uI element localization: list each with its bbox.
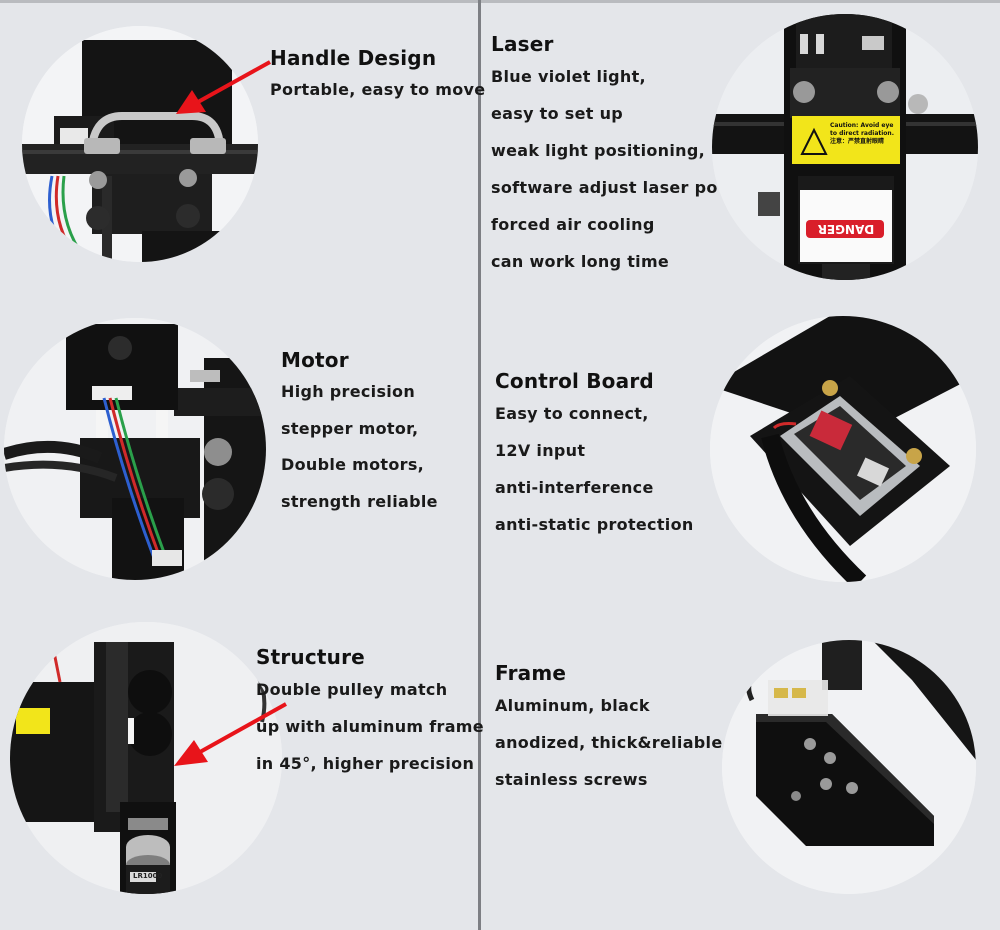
feature-laser: Laser Blue violet light, easy to set up …	[491, 32, 752, 271]
feature-title: Structure	[256, 645, 365, 669]
feature-title: Laser	[491, 32, 554, 56]
feature-structure: Structure Double pulley match up with al…	[256, 645, 484, 773]
feature-line: Double motors,	[281, 455, 425, 474]
handle-arrow-icon	[176, 60, 271, 114]
feature-line: anti-interference	[495, 478, 654, 497]
feature-line: easy to set up	[491, 104, 624, 123]
feature-line: 12V input	[495, 441, 586, 460]
laser-photo: Caution: Avoid eye to direct radiation. …	[712, 14, 978, 280]
feature-line: Blue violet light,	[491, 67, 646, 86]
feature-line: software adjust laser power	[491, 178, 753, 197]
structure-photo: LR1000	[10, 622, 282, 894]
feature-motor: Motor High precision stepper motor, Doub…	[281, 348, 438, 511]
top-rule	[0, 0, 1000, 3]
feature-control-board: Control Board Easy to connect, 12V input…	[495, 369, 694, 534]
danger-label: DANGER	[817, 222, 875, 236]
control-board-photo	[710, 316, 976, 582]
feature-title: Handle Design	[270, 46, 437, 70]
feature-line: anodized, thick&reliable	[495, 733, 723, 752]
feature-line: stepper motor,	[281, 419, 419, 438]
feature-line: can work long time	[491, 252, 670, 271]
handle-photo	[22, 26, 258, 262]
feature-line: Double pulley match	[256, 680, 448, 699]
feature-title: Frame	[495, 661, 567, 685]
structure-sticker: LR1000	[133, 872, 163, 880]
feature-line: in 45°, higher precision	[256, 754, 475, 773]
feature-line: up with aluminum frame	[256, 717, 484, 736]
frame-photo	[722, 640, 976, 894]
feature-line: strength reliable	[281, 492, 438, 511]
feature-handle: Handle Design Portable, easy to move	[270, 46, 485, 99]
motor-photo	[4, 318, 266, 580]
caution-label: Caution: Avoid eye to direct radiation. …	[830, 122, 894, 146]
feature-line: Easy to connect,	[495, 404, 649, 423]
feature-title: Control Board	[495, 369, 654, 393]
caution-sub: to direct radiation.	[830, 130, 894, 137]
feature-line: stainless screws	[495, 770, 648, 789]
structure-arrow-icon	[174, 702, 287, 766]
feature-line: weak light positioning,	[491, 141, 705, 160]
feature-line: anti-static protection	[495, 515, 694, 534]
caution-cn: 注意：严禁直射眼睛	[830, 138, 885, 145]
column-divider	[478, 0, 481, 930]
caution-title: Caution: Avoid eye	[830, 122, 894, 129]
feature-line: forced air cooling	[491, 215, 655, 234]
feature-title: Motor	[281, 348, 349, 372]
feature-line: High precision	[281, 382, 416, 401]
feature-frame: Frame Aluminum, black anodized, thick&re…	[495, 661, 722, 789]
feature-line: Portable, easy to move	[270, 80, 486, 99]
feature-line: Aluminum, black	[495, 696, 650, 715]
